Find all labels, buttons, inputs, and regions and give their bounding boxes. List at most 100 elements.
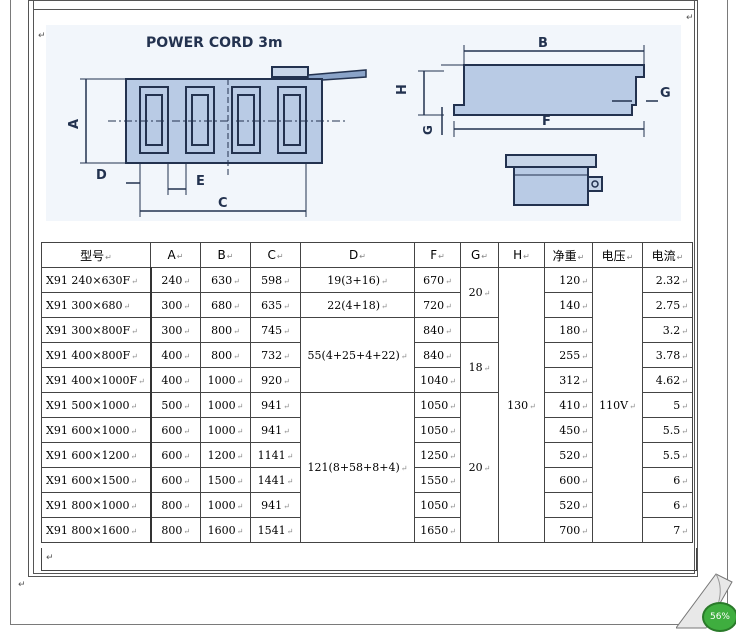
table-cell: 1040↵	[414, 367, 461, 393]
table-cell: 300↵	[150, 317, 201, 343]
h-value: 130↵	[498, 267, 545, 543]
paragraph-mark: ↵	[686, 13, 694, 23]
table-row: X91 800×1000↵ 800↵ 1000↵ 941↵ 1050↵ 520↵…	[41, 492, 693, 518]
table-cell	[460, 317, 499, 343]
table-cell: 3.2↵	[642, 317, 693, 343]
table-cell: X91 300×800F↵	[41, 317, 152, 343]
table-cell: 180↵	[544, 317, 593, 343]
table-cell: 840↵	[414, 342, 461, 368]
dim-label-a: A	[67, 119, 82, 129]
table-cell: X91 600×1500↵	[41, 467, 152, 493]
table-cell: X91 500×1000↵	[41, 392, 152, 418]
header-h: H↵	[498, 242, 545, 268]
table-cell: 1000↵	[200, 392, 251, 418]
header-f: F↵	[414, 242, 461, 268]
dim-label-d: D	[96, 168, 107, 183]
table-cell: X91 600×1000↵	[41, 417, 152, 443]
table-cell: X91 600×1200↵	[41, 442, 152, 468]
table-cell: 6↵	[642, 492, 693, 518]
dim-label-f: F	[542, 114, 551, 129]
table-cell: 120↵	[544, 267, 593, 293]
table-cell: 520↵	[544, 442, 593, 468]
paragraph-mark: ↵	[18, 580, 26, 590]
table-row: X91 400×800F↵ 400↵ 800↵ 732↵ 840↵ 18↵ 25…	[41, 342, 693, 393]
g-group-2: 18↵	[460, 342, 499, 393]
table-cell: 2.75↵	[642, 292, 693, 318]
table-row: X91 500×1000↵ 500↵ 1000↵ 941↵ 121(8+58+8…	[41, 392, 693, 543]
table-header-row: 型号↵ A↵ B↵ C↵ D↵ F↵ G↵ H↵ 净重↵ 电压↵ 电流↵	[41, 242, 693, 268]
dim-label-c: C	[218, 196, 228, 211]
d-group-3: 55(4+25+4+22)↵	[300, 317, 415, 393]
dim-label-g-left: G	[421, 125, 435, 135]
table-cell: 7↵	[642, 517, 693, 543]
table-cell: 700↵	[544, 517, 593, 543]
table-cell: 400↵	[150, 367, 201, 393]
table-row: X91 400×1000F↵ 400↵ 1000↵ 920↵ 1040↵ 312…	[41, 367, 693, 393]
table-cell: 1550↵	[414, 467, 461, 493]
table-cell: 1000↵	[200, 417, 251, 443]
header-current: 电流↵	[642, 242, 693, 268]
table-cell: 1200↵	[200, 442, 251, 468]
dim-label-h: H	[395, 84, 410, 95]
table-cell: 1500↵	[200, 467, 251, 493]
header-a: A↵	[150, 242, 201, 268]
table-cell: 6↵	[642, 467, 693, 493]
table-cell: 140↵	[544, 292, 593, 318]
table-cell: 600↵	[150, 442, 201, 468]
voltage-value: 110V↵	[592, 267, 643, 543]
spec-table: 型号↵ A↵ B↵ C↵ D↵ F↵ G↵ H↵ 净重↵ 电压↵ 电流↵ X91…	[41, 242, 693, 543]
paragraph-mark: ↵	[46, 553, 54, 563]
table-cell: 1050↵	[414, 492, 461, 518]
table-cell: 400↵	[150, 342, 201, 368]
table-cell: 680↵	[200, 292, 251, 318]
table-cell: 600↵	[150, 467, 201, 493]
table-row: X91 600×1200↵ 600↵ 1200↵ 1141↵ 1250↵ 520…	[41, 442, 693, 468]
table-cell: 941↵	[250, 492, 301, 518]
g-group-1: 20↵	[460, 267, 499, 318]
table-cell: 255↵	[544, 342, 593, 368]
table-cell: X91 240×630F↵	[41, 267, 152, 293]
table-cell: 520↵	[544, 492, 593, 518]
dim-label-g-right: G	[660, 86, 671, 101]
table-cell: 410↵	[544, 392, 593, 418]
header-voltage: 电压↵	[592, 242, 643, 268]
table-cell: 800↵	[200, 342, 251, 368]
table-cell: 1650↵	[414, 517, 461, 543]
table-cell: 1000↵	[200, 367, 251, 393]
table-cell: 19(3+16)↵	[300, 267, 415, 293]
dim-label-e: E	[196, 174, 205, 189]
inner-frame: ↵ POWER CORD 3m A D	[33, 1, 695, 574]
table-cell: 4.62↵	[642, 367, 693, 393]
table-cell: 941↵	[250, 417, 301, 443]
table-cell: 1600↵	[200, 517, 251, 543]
table-cell: 300↵	[150, 292, 201, 318]
dimension-drawing: POWER CORD 3m A D E C	[46, 25, 681, 221]
table-cell: 1050↵	[414, 417, 461, 443]
table-cell: 720↵	[414, 292, 461, 318]
header-c: C↵	[250, 242, 301, 268]
dim-label-b: B	[538, 36, 548, 51]
cord-plug	[271, 66, 309, 78]
outer-frame: ↵ POWER CORD 3m A D	[28, 0, 698, 577]
table-cell: X91 800×1600↵	[41, 517, 152, 543]
table-cell: 1250↵	[414, 442, 461, 468]
table-cell: X91 400×1000F↵	[41, 367, 152, 393]
table-cell: 500↵	[150, 392, 201, 418]
zoom-indicator[interactable]: 56%	[702, 602, 736, 632]
table-cell: X91 300×680↵	[41, 292, 152, 318]
table-cell: 600↵	[544, 467, 593, 493]
table-cell: X91 800×1000↵	[41, 492, 152, 518]
empty-bottom-row: ↵	[41, 548, 697, 571]
power-cord-label: POWER CORD 3m	[146, 35, 283, 51]
table-cell: 5.5↵	[642, 417, 693, 443]
header-g: G↵	[460, 242, 499, 268]
table-cell: 800↵	[150, 492, 201, 518]
front-view-body	[513, 166, 589, 206]
table-cell: 312↵	[544, 367, 593, 393]
top-rule	[34, 9, 694, 10]
paragraph-mark: ↵	[38, 31, 46, 41]
table-cell: 5.5↵	[642, 442, 693, 468]
table-row: X91 800×1600↵ 800↵ 1600↵ 1541↵ 1650↵ 700…	[41, 517, 693, 543]
table-cell: 941↵	[250, 392, 301, 418]
table-cell: 1441↵	[250, 467, 301, 493]
